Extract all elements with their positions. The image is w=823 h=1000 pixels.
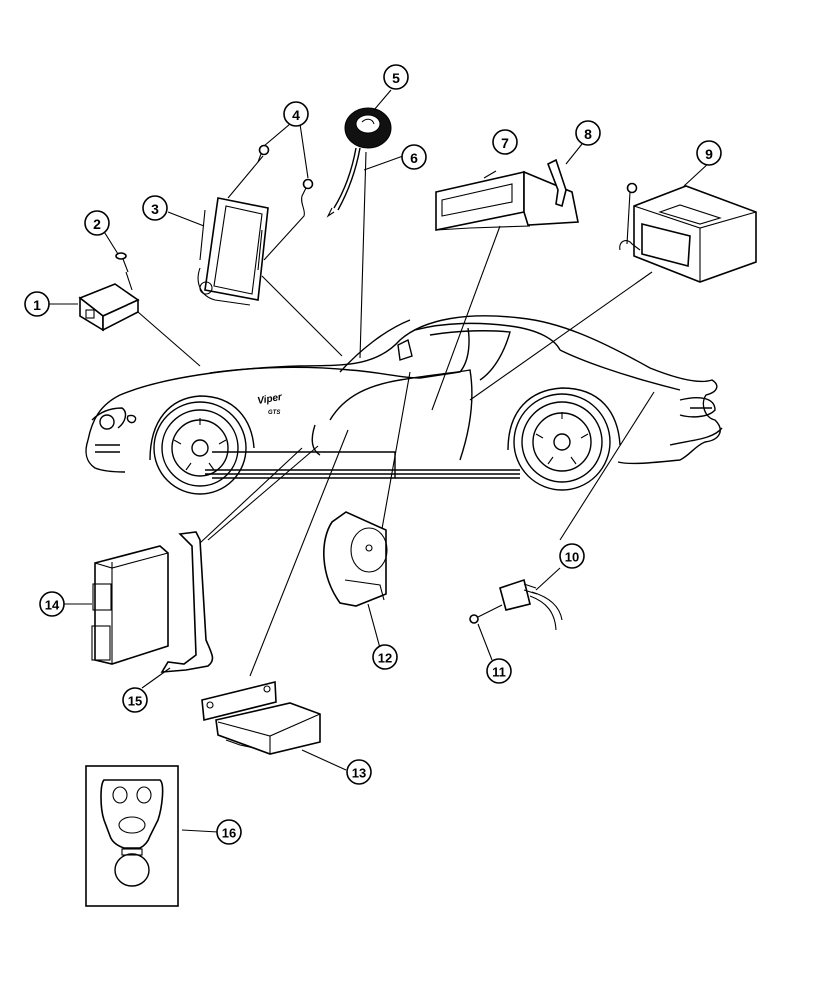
part-7-module [435,170,579,231]
callout-11[interactable]: 11 [486,658,512,684]
car-body: Viper GTS [85,315,723,495]
part-3-airbag-module [197,197,269,306]
callout-2[interactable]: 2 [84,210,110,236]
callout-1-label: 1 [33,297,41,313]
part-8-bracket [546,158,567,208]
callout-8-label: 8 [584,126,592,142]
part-11-screw [469,604,503,624]
part-14-module [91,545,169,665]
callout-9-label: 9 [705,146,713,162]
callout-leaders [49,89,711,833]
callout-5-label: 5 [392,70,400,86]
callout-15[interactable]: 15 [122,687,148,713]
callout-7-label: 7 [501,135,509,151]
part-1-module [78,283,140,332]
vehicle-badge-sub: GTS [268,410,280,416]
callout-2-label: 2 [93,216,101,232]
part-5-driver-airbag [344,107,392,149]
callout-10[interactable]: 10 [559,543,585,569]
front-wheel [149,395,255,495]
part-9-control-module [619,182,757,283]
callout-11-label: 11 [492,665,506,680]
callout-3-label: 3 [151,201,159,217]
part-16-key-fob [85,765,179,907]
part-15-belt-bracket [160,531,214,673]
callout-8[interactable]: 8 [575,120,601,146]
callout-3[interactable]: 3 [142,195,168,221]
callout-4-label: 4 [292,107,300,123]
callout-12[interactable]: 12 [372,644,398,670]
callout-13[interactable]: 13 [346,759,372,785]
callout-16-label: 16 [222,826,236,841]
part-4-screws [227,144,314,261]
callout-15-label: 15 [128,694,142,709]
callout-16[interactable]: 16 [216,819,242,845]
part-10-sensor [499,578,563,631]
callout-5[interactable]: 5 [383,64,409,90]
part-2-screw [115,252,133,291]
callout-1[interactable]: 1 [24,291,50,317]
callout-13-label: 13 [352,766,366,781]
leader-lines [137,151,655,677]
rear-wheel [507,387,621,491]
callout-6[interactable]: 6 [401,144,427,170]
part-13-module [201,680,321,755]
vehicle-badge: Viper [257,392,284,407]
callout-14-label: 14 [45,598,60,613]
callout-4[interactable]: 4 [283,101,309,127]
callout-9[interactable]: 9 [696,140,722,166]
callout-12-label: 12 [378,651,392,666]
callout-14[interactable]: 14 [39,591,65,617]
part-6-cable [326,147,361,218]
callout-6-label: 6 [410,150,418,166]
part-12-speaker [323,511,388,607]
callout-7[interactable]: 7 [492,129,518,155]
callout-10-label: 10 [565,550,579,565]
